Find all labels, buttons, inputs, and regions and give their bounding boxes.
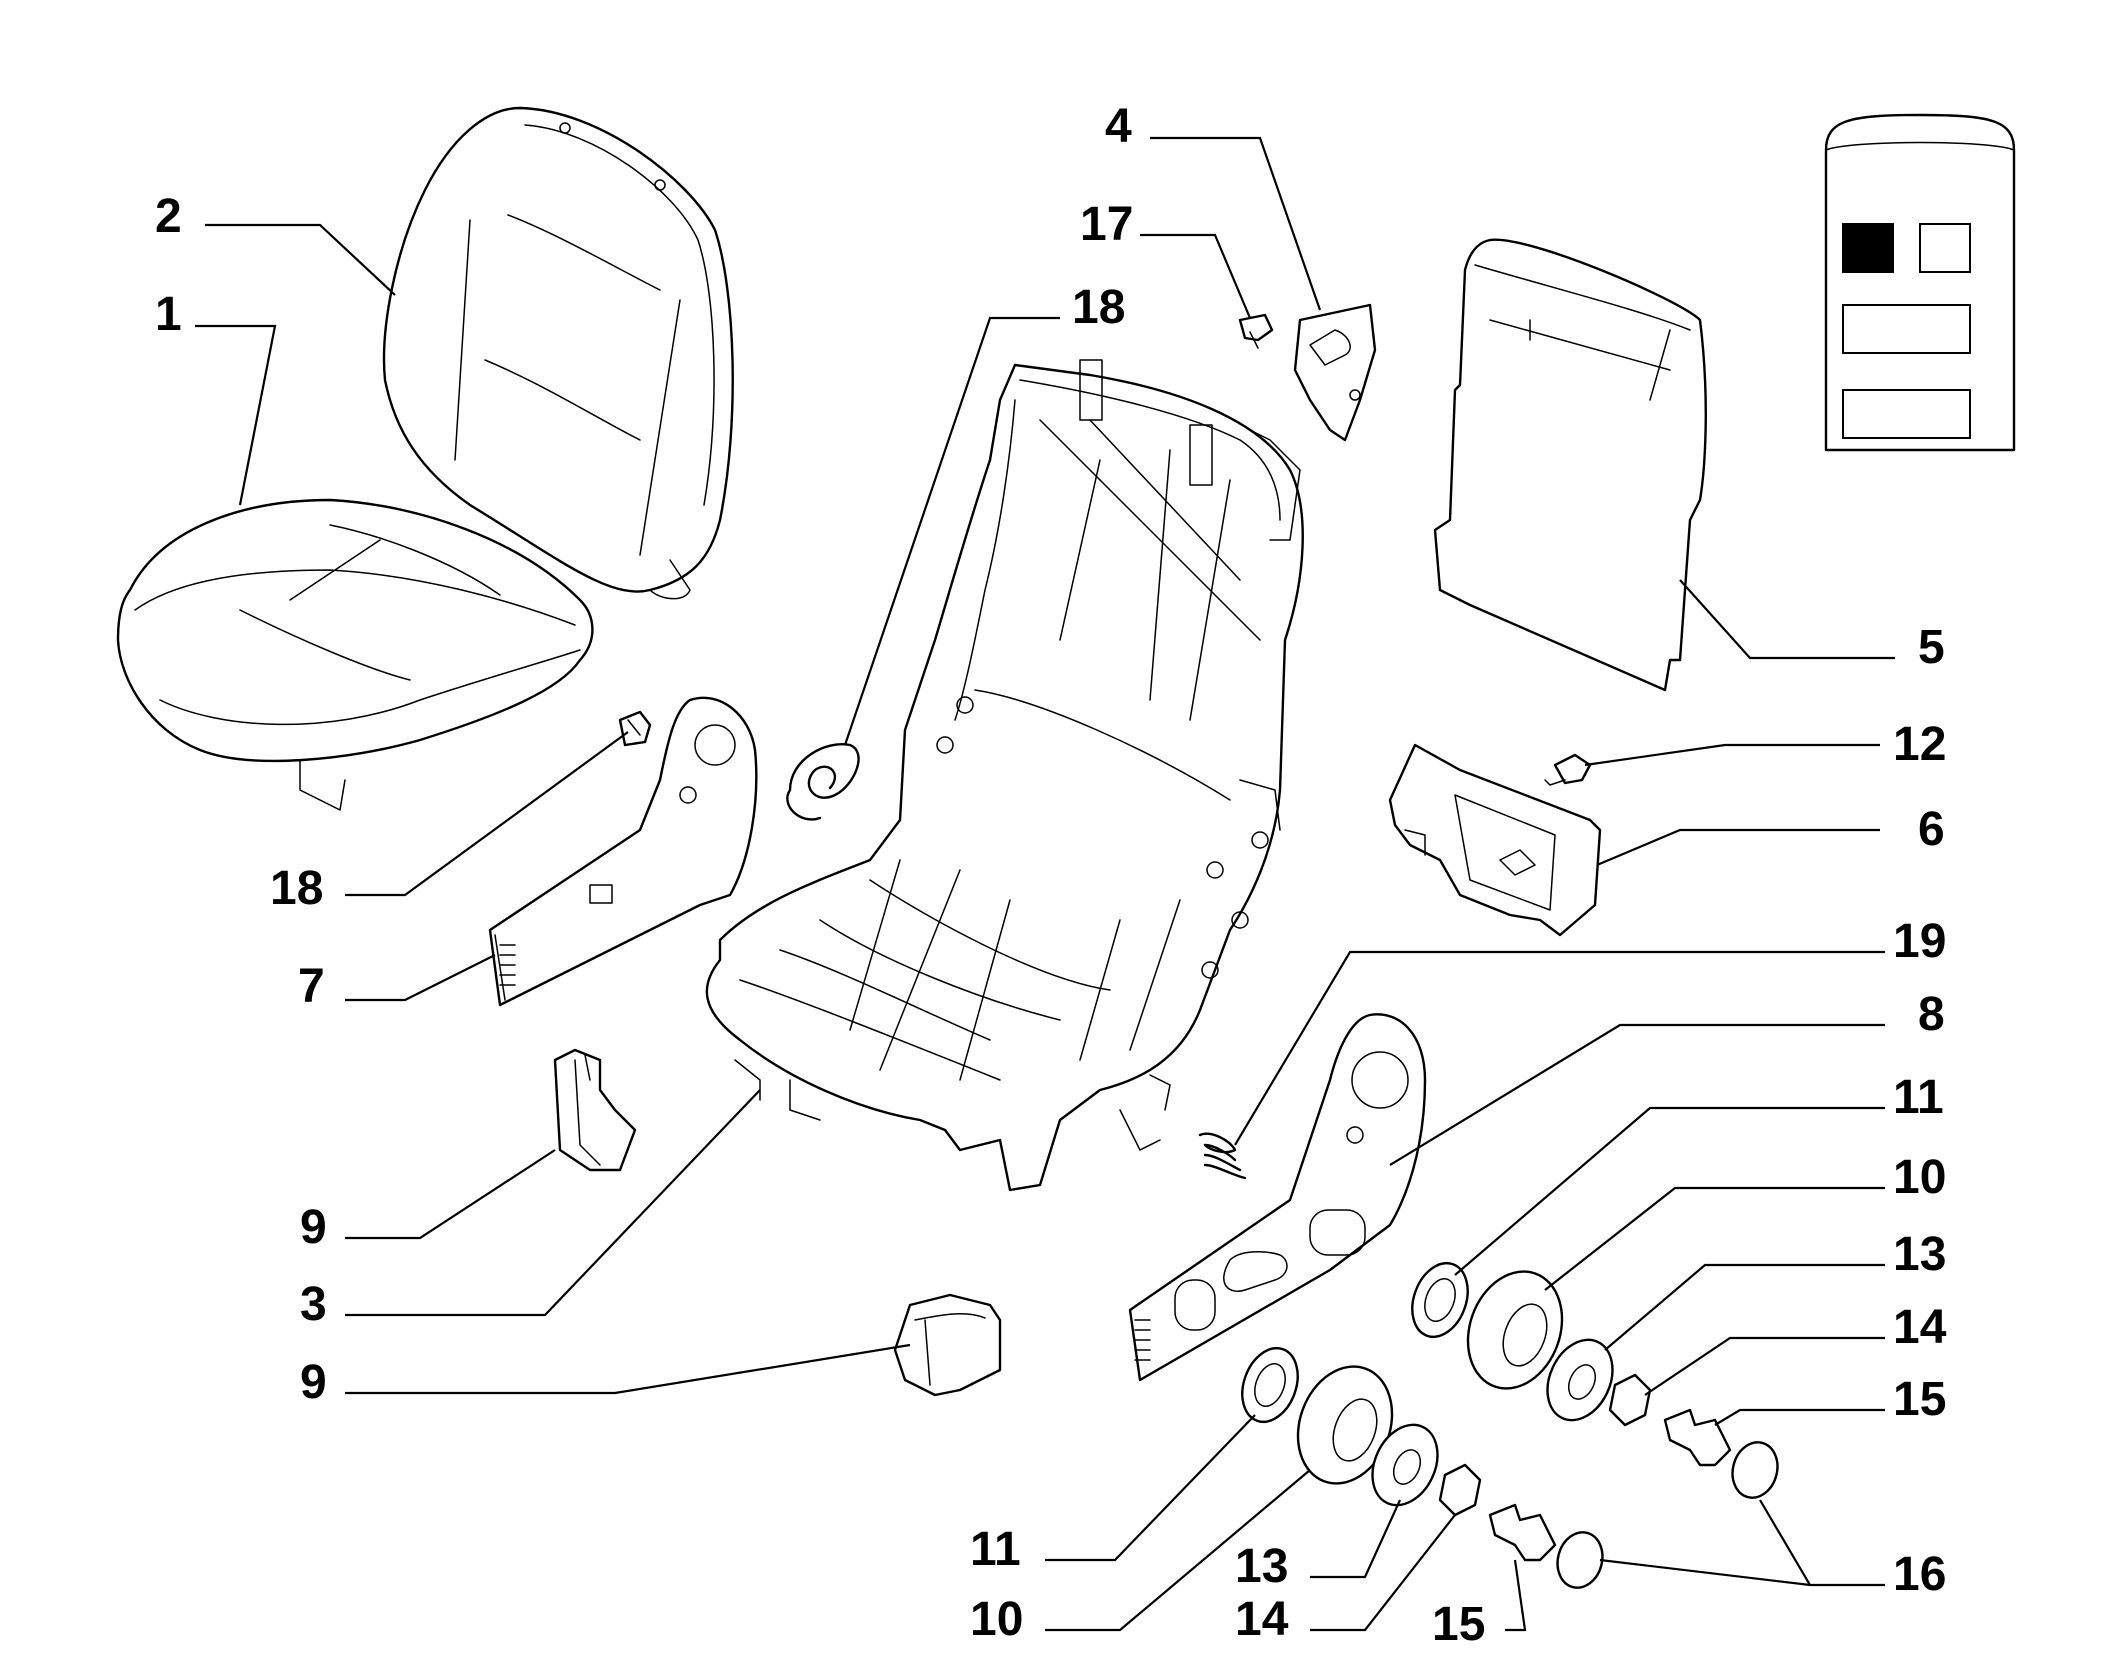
leader-12 xyxy=(1584,743,1880,767)
callout-15-lower: 15 xyxy=(1432,1598,1485,1651)
part-ring-14-lower xyxy=(1438,1463,1482,1517)
part-pin-15-upper xyxy=(1663,1408,1732,1467)
indicator-seat-middle-row xyxy=(1842,304,1971,354)
leader-3 xyxy=(345,1089,761,1317)
part-bushing-lower xyxy=(618,710,652,747)
leader-19 xyxy=(1234,950,1885,1146)
leader-9a xyxy=(345,1149,556,1240)
part-screw-12 xyxy=(1544,753,1592,786)
part-washer-13-upper xyxy=(1546,1338,1614,1422)
callout-10-upper: 10 xyxy=(1893,1151,1946,1204)
indicator-seat-front-left xyxy=(1842,223,1894,273)
callout-15-upper: 15 xyxy=(1893,1373,1946,1426)
leader-16 xyxy=(1599,1499,1885,1587)
callout-3: 3 xyxy=(300,1278,327,1331)
callout-9-upper: 9 xyxy=(300,1201,327,1254)
leader-13a xyxy=(1604,1263,1885,1351)
callout-12: 12 xyxy=(1893,718,1946,771)
part-spring-upper xyxy=(786,743,860,821)
leader-7 xyxy=(345,954,496,1002)
leader-5 xyxy=(1679,579,1895,660)
leader-15a xyxy=(1714,1408,1885,1426)
seat-position-indicator xyxy=(1824,113,2016,452)
callout-6: 6 xyxy=(1918,803,1945,856)
part-cap-16-lower xyxy=(1556,1531,1604,1589)
part-side-trim-panel xyxy=(1388,743,1602,937)
leader-8 xyxy=(1389,1023,1885,1166)
part-side-lever-plate-7 xyxy=(488,696,758,1007)
leader-13b xyxy=(1310,1499,1402,1579)
callout-13-lower: 13 xyxy=(1235,1540,1288,1593)
leader-1 xyxy=(195,324,277,506)
callout-19: 19 xyxy=(1893,915,1946,968)
callout-13-upper: 13 xyxy=(1893,1228,1946,1281)
callout-1: 1 xyxy=(155,288,182,341)
part-ring-14-upper xyxy=(1608,1373,1652,1427)
callout-14-lower: 14 xyxy=(1235,1593,1289,1646)
part-spring-19 xyxy=(1198,1132,1247,1180)
leader-4 xyxy=(1150,136,1322,311)
indicator-seat-front-right xyxy=(1919,223,1971,273)
part-clip-lower xyxy=(893,1293,1002,1397)
callout-11-upper: 11 xyxy=(1893,1071,1944,1124)
leader-15b xyxy=(1505,1559,1527,1632)
callout-4: 4 xyxy=(1105,100,1132,153)
callout-2: 2 xyxy=(155,190,182,243)
leader-10a xyxy=(1544,1186,1885,1291)
part-seat-frame xyxy=(705,359,1304,1192)
leader-18b xyxy=(345,731,629,897)
callout-14-upper: 14 xyxy=(1893,1301,1947,1354)
callout-10-lower: 10 xyxy=(970,1593,1023,1646)
part-headrest-guide xyxy=(1293,303,1377,442)
part-seat-base-cushion xyxy=(116,498,594,811)
leader-11b xyxy=(1045,1414,1256,1562)
callout-11-lower: 11 xyxy=(970,1523,1021,1576)
part-washer-13-lower xyxy=(1371,1423,1439,1507)
callout-labels: 1 2 4 17 18 5 12 6 18 7 19 8 11 10 13 14… xyxy=(155,100,1947,1651)
leader-2 xyxy=(205,223,396,296)
leader-6 xyxy=(1596,828,1880,867)
leader-14b xyxy=(1310,1514,1456,1632)
callout-18-lower: 18 xyxy=(270,862,323,915)
part-clip-upper xyxy=(553,1048,637,1172)
part-side-lever-plate-8 xyxy=(1128,1013,1427,1382)
leader-10b xyxy=(1045,1469,1311,1632)
part-pin-15-lower xyxy=(1488,1503,1557,1562)
callout-16: 16 xyxy=(1893,1548,1946,1601)
part-gear-11-upper xyxy=(1411,1262,1469,1338)
leader-17 xyxy=(1140,233,1252,319)
callout-18-upper: 18 xyxy=(1072,281,1125,334)
part-seat-back-cushion xyxy=(382,106,734,600)
leader-14a xyxy=(1644,1336,1885,1396)
callout-5: 5 xyxy=(1918,621,1945,674)
leader-lines xyxy=(195,136,1895,1632)
part-screw-17 xyxy=(1238,313,1274,349)
part-cap-16-upper xyxy=(1731,1441,1779,1499)
leader-18a xyxy=(843,316,1060,746)
callout-9-lower: 9 xyxy=(300,1356,327,1409)
callout-8: 8 xyxy=(1918,988,1945,1041)
part-backrest-panel xyxy=(1433,238,1707,692)
indicator-seat-rear-row xyxy=(1842,389,1971,439)
part-gear-11-lower xyxy=(1241,1347,1299,1423)
callout-7: 7 xyxy=(298,960,325,1013)
leader-11a xyxy=(1454,1106,1885,1276)
leader-9b xyxy=(345,1343,911,1395)
callout-17: 17 xyxy=(1080,198,1133,251)
part-knob-10-upper xyxy=(1466,1270,1564,1390)
